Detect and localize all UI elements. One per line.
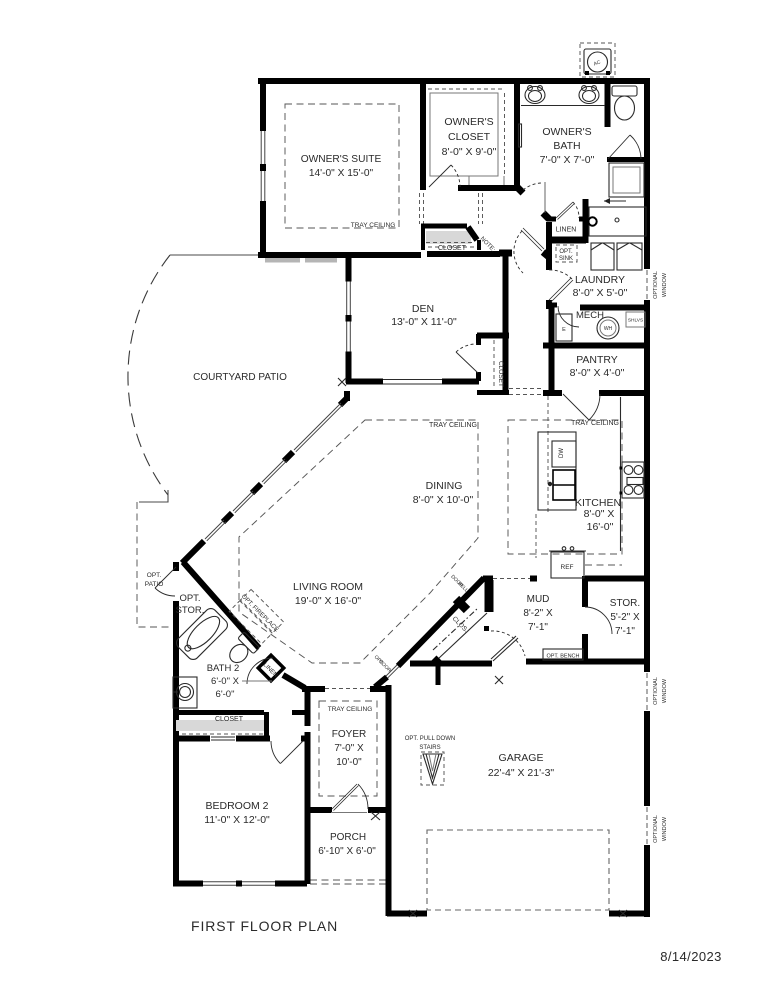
svg-text:6'-10" X 6'-0": 6'-10" X 6'-0" bbox=[318, 846, 376, 857]
svg-text:8'-2" X: 8'-2" X bbox=[523, 608, 553, 619]
svg-text:CLOSET: CLOSET bbox=[215, 716, 244, 723]
svg-text:TRAY CEILING: TRAY CEILING bbox=[328, 706, 373, 713]
svg-text:WINDOW: WINDOW bbox=[662, 816, 668, 841]
svg-text:8/14/2023: 8/14/2023 bbox=[660, 949, 721, 964]
svg-text:7'-0" X: 7'-0" X bbox=[334, 743, 364, 754]
svg-text:5'-2" X: 5'-2" X bbox=[610, 612, 640, 623]
svg-text:SHLVS: SHLVS bbox=[628, 318, 643, 324]
svg-text:REF: REF bbox=[561, 564, 574, 571]
svg-text:AC: AC bbox=[593, 59, 602, 67]
svg-text:10'-0": 10'-0" bbox=[336, 757, 362, 768]
svg-text:8'-0" X 10'-0": 8'-0" X 10'-0" bbox=[413, 494, 474, 506]
svg-text:OPT.: OPT. bbox=[147, 572, 162, 579]
svg-text:PATIO: PATIO bbox=[145, 581, 164, 588]
svg-text:7'-1": 7'-1" bbox=[528, 622, 548, 633]
svg-text:OPT.: OPT. bbox=[559, 249, 573, 255]
svg-text:6'-0": 6'-0" bbox=[216, 689, 235, 700]
svg-text:TRAY CEILING: TRAY CEILING bbox=[429, 422, 477, 429]
svg-text:STAIRS: STAIRS bbox=[419, 745, 440, 751]
svg-text:GARAGE: GARAGE bbox=[499, 752, 544, 764]
svg-text:8'-0" X 9'-0": 8'-0" X 9'-0" bbox=[442, 146, 497, 158]
svg-text:OPTIONAL: OPTIONAL bbox=[653, 271, 659, 299]
svg-text:LINEN: LINEN bbox=[556, 227, 577, 234]
svg-text:8'-0" X 4'-0": 8'-0" X 4'-0" bbox=[570, 367, 625, 379]
svg-text:LIVING ROOM: LIVING ROOM bbox=[293, 581, 363, 593]
svg-text:22'-4" X 21'-3": 22'-4" X 21'-3" bbox=[488, 767, 555, 779]
svg-text:TRAY CEILING: TRAY CEILING bbox=[571, 420, 619, 427]
svg-text:14'-0" X 15'-0": 14'-0" X 15'-0" bbox=[309, 168, 374, 179]
svg-text:OPTIONAL: OPTIONAL bbox=[653, 815, 659, 843]
svg-text:SINK: SINK bbox=[559, 256, 573, 262]
svg-text:CLOSET: CLOSET bbox=[497, 361, 504, 387]
svg-text:COURTYARD PATIO: COURTYARD PATIO bbox=[193, 372, 287, 383]
svg-text:6'-0" X: 6'-0" X bbox=[211, 676, 240, 687]
svg-text:BATH 2: BATH 2 bbox=[207, 663, 240, 674]
svg-text:TRAY CEILING: TRAY CEILING bbox=[351, 222, 396, 229]
svg-text:7'-1": 7'-1" bbox=[615, 626, 635, 637]
svg-text:OWNER'S SUITE: OWNER'S SUITE bbox=[301, 154, 382, 165]
svg-text:LAUNDRY: LAUNDRY bbox=[575, 274, 625, 286]
svg-text:13'-0" X 11'-0": 13'-0" X 11'-0" bbox=[391, 316, 457, 328]
svg-text:OWNER'S: OWNER'S bbox=[542, 126, 591, 138]
svg-text:WH: WH bbox=[604, 326, 613, 332]
svg-text:OPT.: OPT. bbox=[179, 593, 200, 604]
svg-text:WINDOW: WINDOW bbox=[662, 678, 668, 703]
svg-text:PORCH: PORCH bbox=[330, 832, 366, 843]
svg-text:CLOSET: CLOSET bbox=[438, 245, 467, 252]
svg-text:STOR.: STOR. bbox=[610, 598, 640, 609]
svg-text:CLOSET: CLOSET bbox=[448, 131, 491, 143]
svg-text:E: E bbox=[562, 327, 566, 333]
svg-text:DEN: DEN bbox=[412, 303, 434, 315]
svg-text:FOYER: FOYER bbox=[332, 729, 366, 740]
svg-text:11'-0" X 12'-0": 11'-0" X 12'-0" bbox=[204, 814, 270, 826]
svg-text:OPT. BENCH: OPT. BENCH bbox=[546, 654, 579, 660]
svg-text:MUD: MUD bbox=[527, 594, 550, 605]
svg-text:FIRST FLOOR PLAN: FIRST FLOOR PLAN bbox=[191, 918, 338, 934]
svg-text:BEDROOM 2: BEDROOM 2 bbox=[205, 800, 268, 812]
svg-text:BATH: BATH bbox=[553, 140, 580, 152]
svg-text:OPTIONAL: OPTIONAL bbox=[653, 677, 659, 705]
svg-text:PANTRY: PANTRY bbox=[576, 354, 618, 366]
svg-text:8'-0" X 5'-0": 8'-0" X 5'-0" bbox=[573, 287, 628, 299]
svg-text:19'-0" X 16'-0": 19'-0" X 16'-0" bbox=[295, 595, 362, 607]
svg-text:MECH: MECH bbox=[576, 310, 604, 321]
svg-text:KITCHEN: KITCHEN bbox=[575, 497, 621, 509]
svg-text:OWNER'S: OWNER'S bbox=[444, 116, 493, 128]
svg-text:7'-0" X 7'-0": 7'-0" X 7'-0" bbox=[540, 154, 595, 166]
svg-text:OPT. PULL DOWN: OPT. PULL DOWN bbox=[405, 736, 455, 742]
svg-text:STOR.: STOR. bbox=[176, 605, 205, 616]
svg-text:DW: DW bbox=[559, 448, 565, 458]
svg-text:16'-0": 16'-0" bbox=[587, 521, 614, 533]
svg-text:8'-0" X: 8'-0" X bbox=[584, 508, 615, 520]
svg-text:DINING: DINING bbox=[426, 480, 463, 492]
svg-text:WINDOW: WINDOW bbox=[662, 272, 668, 297]
